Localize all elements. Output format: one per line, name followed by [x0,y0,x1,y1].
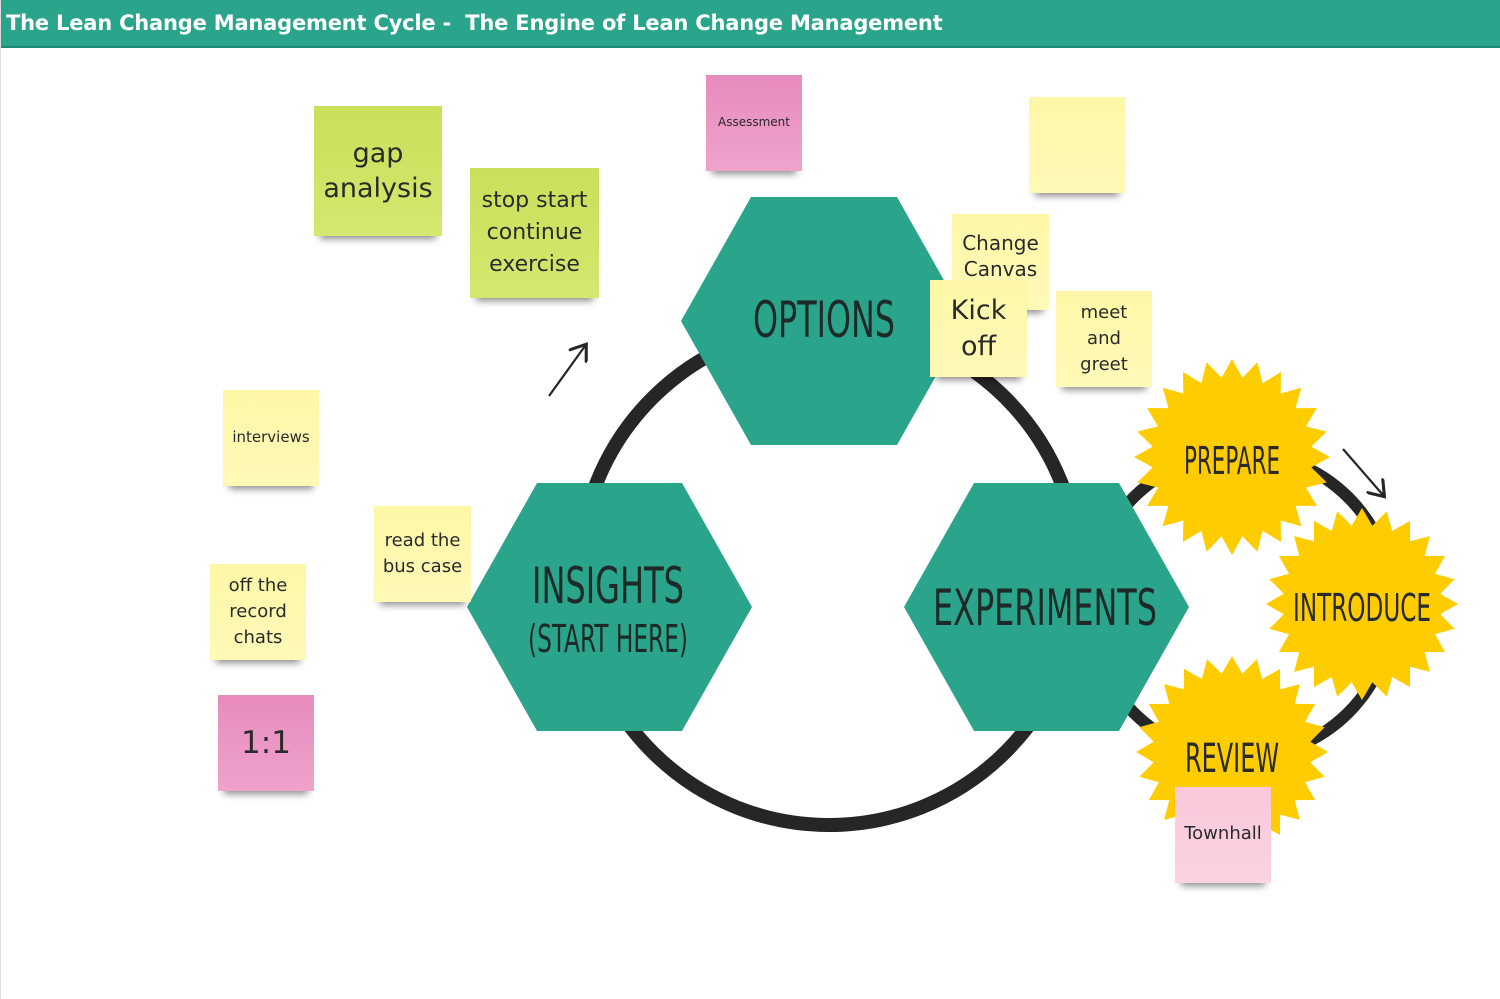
note-text: bus case [382,556,463,577]
sticky-note-gap-analysis[interactable]: gap analysis [314,106,442,236]
arrow-down-right-icon [1342,448,1383,495]
note-text: stop start [481,188,588,214]
note-text: chats [233,627,283,649]
start-here-label: (START HERE) [528,617,688,661]
hexagon-insights[interactable]: INSIGHTS (START HERE) [467,483,752,731]
note-text: continue [486,220,583,246]
note-text: Assessment [718,115,790,130]
note-text: Kick [950,295,1007,327]
hexagon-options[interactable]: OPTIONS [681,197,967,445]
review-label: REVIEW [1185,736,1279,782]
note-text: record [229,600,287,622]
note-text: analysis [323,173,433,204]
sticky-note-off-the-record[interactable]: off the record chats [210,564,306,660]
note-text: greet [1080,354,1128,376]
note-text: exercise [489,251,580,277]
note-text: off the [228,574,288,596]
sticky-note-meet-and-greet[interactable]: meet and greet [1056,291,1152,387]
sticky-note-blank[interactable] [1029,97,1125,193]
board-header: The Lean Change Management Cycle - The E… [1,0,1500,48]
introduce-label: INTRODUCE [1293,586,1431,630]
hexagon-experiments[interactable]: EXPERIMENTS [904,483,1189,731]
note-text: 1:1 [241,724,291,761]
insights-label: INSIGHTS [532,557,684,615]
burst-prepare[interactable]: PREPARE [1134,359,1330,555]
sticky-note-one-on-one[interactable]: 1:1 [218,695,314,791]
sticky-note-townhall[interactable]: Townhall [1175,787,1271,883]
sticky-note-kick-off[interactable]: Kick off [930,280,1027,377]
note-text: read the [384,529,461,551]
options-label: OPTIONS [753,291,895,349]
sticky-note-assessment[interactable]: Assessment [706,75,802,171]
sticky-note-interviews[interactable]: interviews [223,390,319,486]
note-text: Townhall [1184,823,1262,844]
prepare-label: PREPARE [1184,439,1280,483]
note-text: and [1087,327,1121,349]
note-text: interviews [232,428,310,447]
note-text: Canvas [963,257,1038,281]
note-text: gap [352,137,404,169]
arrow-up-right-icon [548,346,585,397]
board-title: The Lean Change Management Cycle - The E… [6,11,943,35]
sticky-note-stop-start-continue[interactable]: stop start continue exercise [470,168,599,298]
note-text: meet [1080,301,1128,323]
experiments-label: EXPERIMENTS [933,579,1157,637]
sticky-note-read-bus-case[interactable]: read the bus case [374,506,471,602]
note-text: off [960,330,997,362]
burst-introduce[interactable]: INTRODUCE [1266,508,1458,700]
note-text: Change [962,231,1039,255]
